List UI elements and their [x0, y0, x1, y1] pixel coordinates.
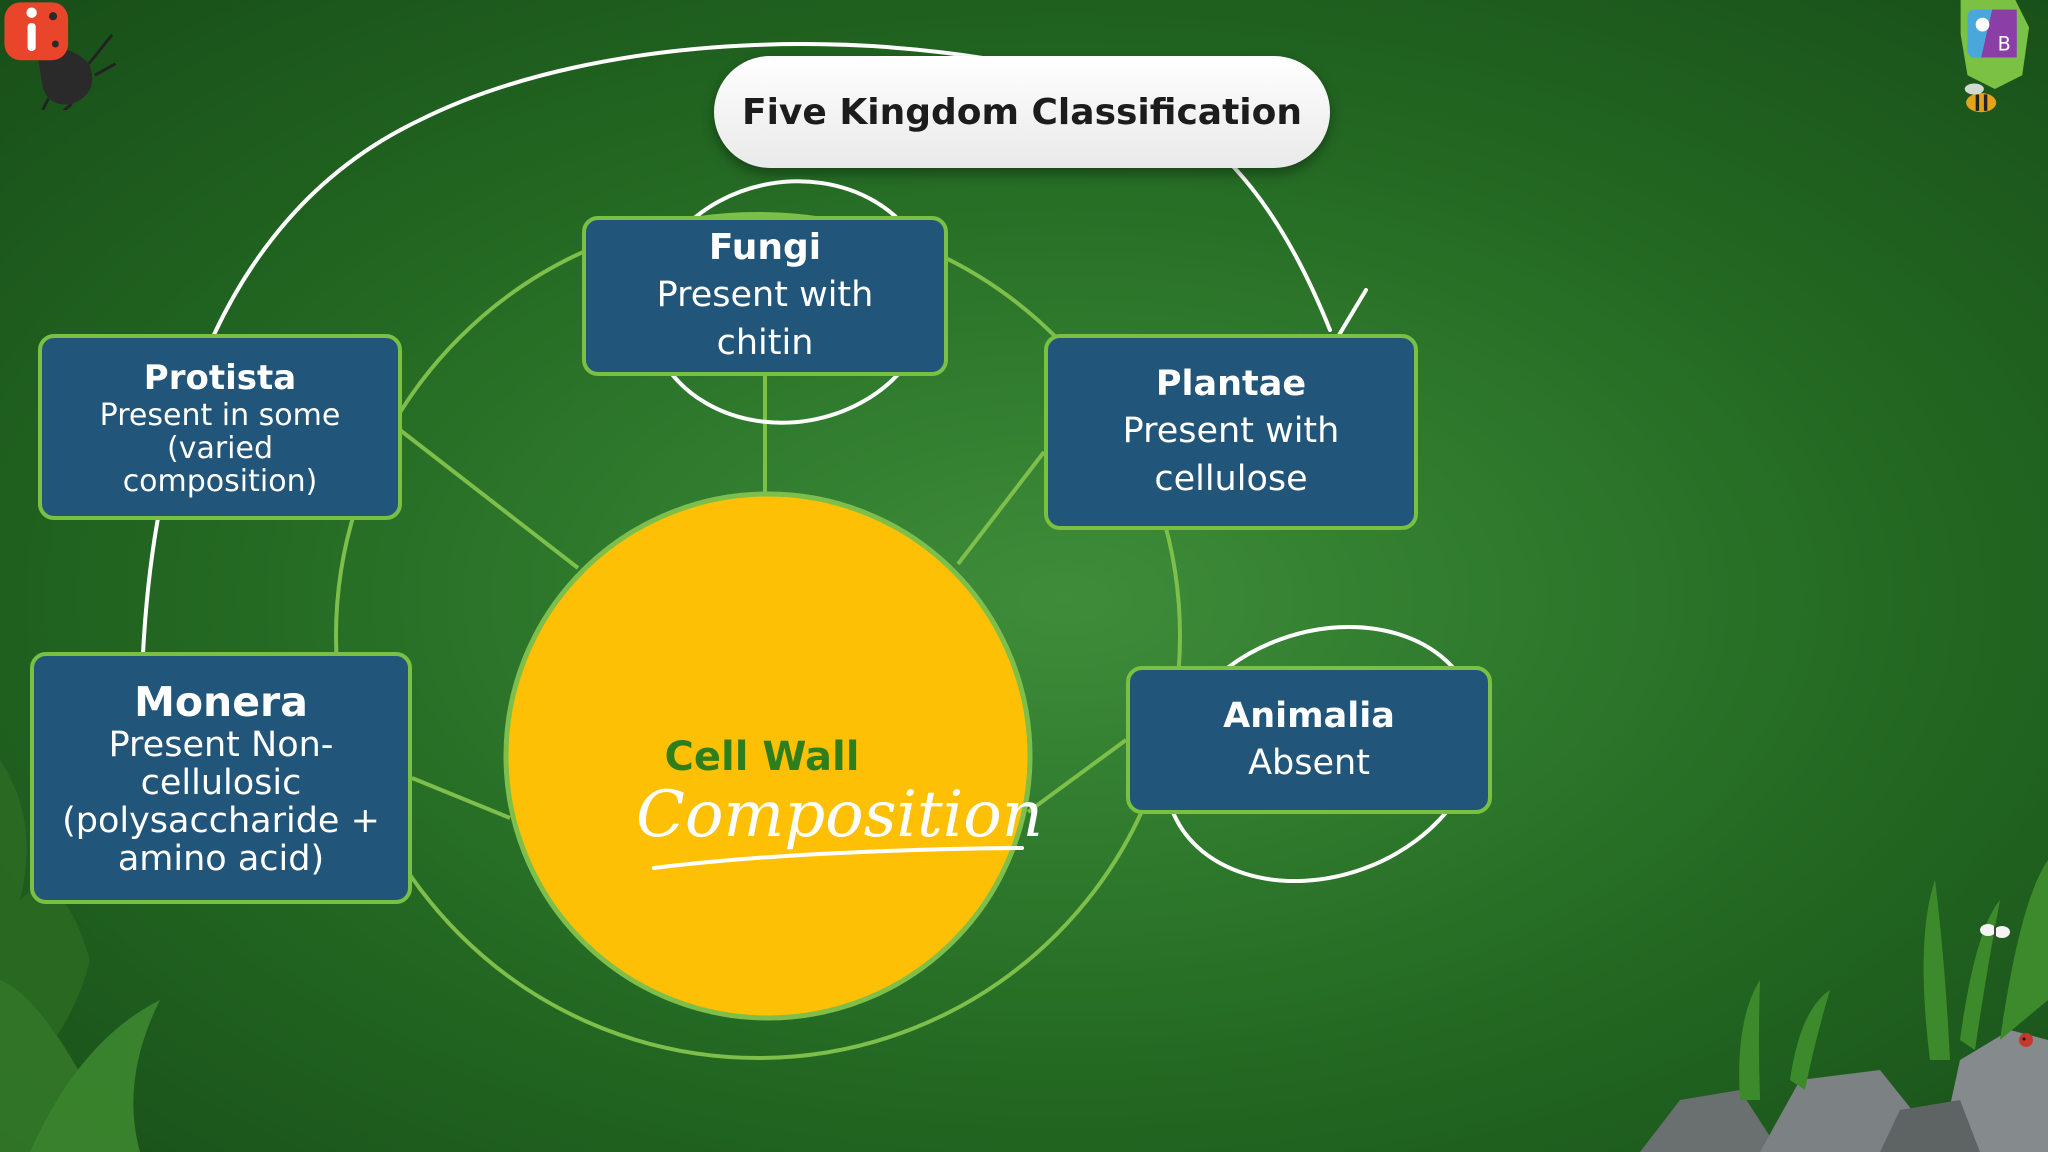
kingdom-desc: Present Non-cellulosic (polysaccharide +…: [62, 725, 380, 879]
kingdom-box-plantae: Plantae Present with cellulose: [1044, 334, 1418, 530]
kingdom-desc: Present with cellulose: [1122, 411, 1340, 499]
kingdom-desc: Absent: [1248, 743, 1370, 783]
kingdom-desc: Present in some (varied composition): [99, 397, 341, 499]
connector-monera: [411, 776, 511, 820]
kingdom-name: Fungi: [708, 227, 822, 268]
diagram-title: Five Kingdom Classification: [714, 56, 1330, 168]
grass-right-decoration: [1739, 860, 2048, 1100]
kingdom-box-fungi: Fungi Present with chitin: [582, 216, 948, 376]
handwritten-composition-text: Composition: [636, 778, 1043, 852]
connector-plantae: [956, 450, 1046, 566]
bee-icon: [1964, 83, 1997, 113]
foliage-left-decoration: [0, 760, 160, 1152]
kingdom-name: Animalia: [1223, 696, 1395, 736]
brand-hexagon-logo-icon: B: [1960, 0, 2030, 113]
kingdom-box-animalia: Animalia Absent: [1126, 666, 1492, 814]
center-label: Cell Wall: [664, 734, 860, 780]
butterfly-icon: [1980, 924, 2010, 940]
kingdom-name: Plantae: [1155, 364, 1307, 404]
annotation-underline-composition: [652, 846, 1024, 870]
kingdom-name: Protista: [143, 357, 297, 398]
kingdom-name: Monera: [134, 678, 308, 726]
kingdom-desc: Present with chitin: [656, 275, 874, 363]
connector-animalia: [1026, 738, 1128, 814]
info-bug-logo-icon: [4, 2, 117, 110]
connector-protista: [398, 428, 580, 570]
ladybug-icon: [2019, 1033, 2033, 1047]
rocks-decoration: [1640, 1030, 2048, 1152]
kingdom-box-protista: Protista Present in some (varied composi…: [38, 334, 402, 520]
svg-text:B: B: [1998, 33, 2011, 56]
connectors: [398, 376, 1128, 820]
center-circle: [503, 491, 1033, 1021]
outer-ring: [334, 212, 1182, 1060]
kingdom-box-monera: Monera Present Non-cellulosic (polysacch…: [30, 652, 412, 904]
